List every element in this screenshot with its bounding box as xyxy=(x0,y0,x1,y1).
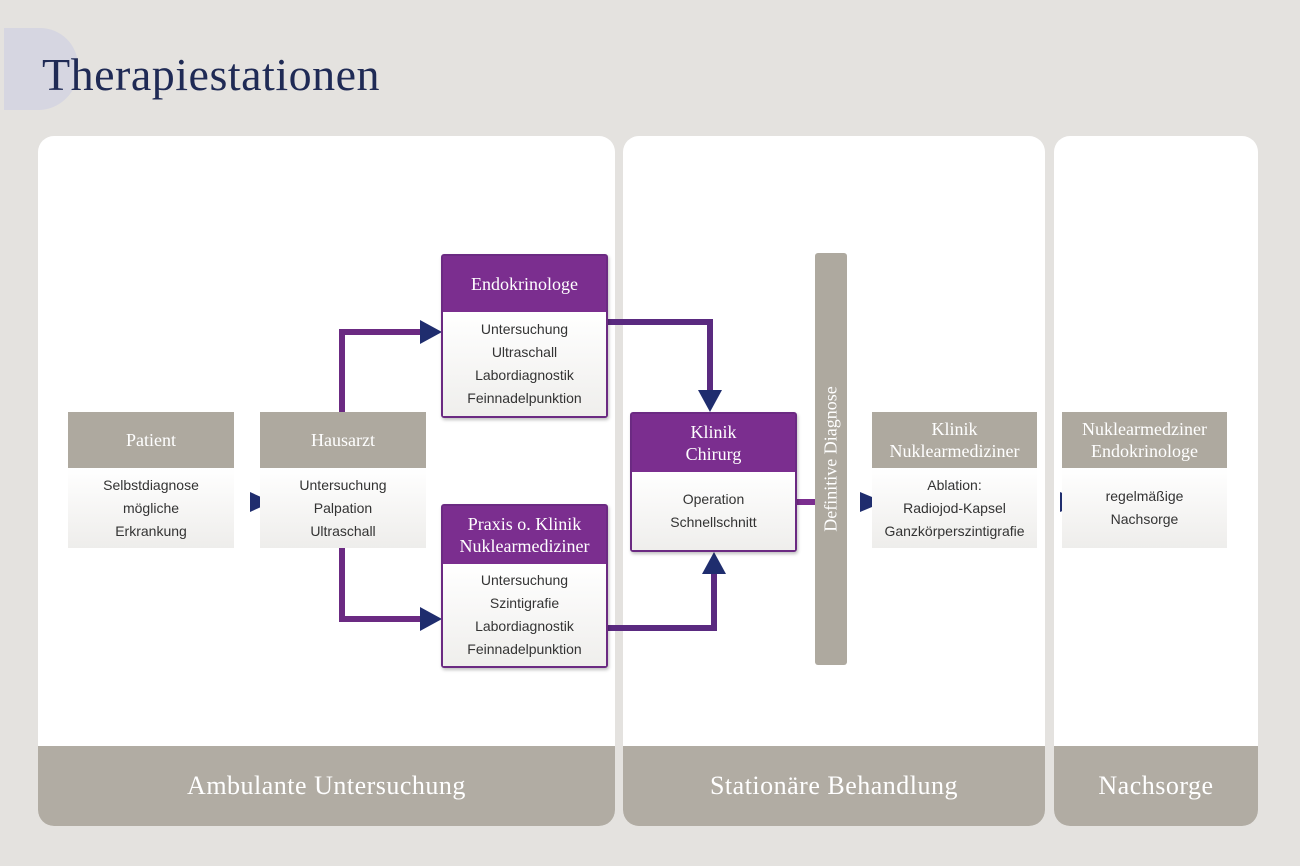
node-nuklear-title-line: Klinik xyxy=(931,419,978,439)
node-praxis-line: Untersuchung xyxy=(480,572,569,588)
node-chirurg-title-line: Klinik xyxy=(690,422,737,442)
node-chirurg-line: Operation xyxy=(682,491,745,507)
node-chirurg-body: Operation Schnellschnitt xyxy=(632,472,795,550)
node-endokrinologe-title: Endokrinologe xyxy=(443,256,606,312)
node-praxis-title: Praxis o. Klinik Nuklearmediziner xyxy=(443,506,606,564)
phase-label-stationaer: Stationäre Behandlung xyxy=(623,746,1045,826)
phase-label-ambulante: Ambulante Untersuchung xyxy=(38,746,615,826)
node-endokrinologe-line: Feinnadelpunktion xyxy=(467,390,582,406)
node-hausarzt: Hausarzt Untersuchung Palpation Ultrasch… xyxy=(260,412,426,548)
node-nachsorge-aerzte: Nuklearmedziner Endokrinologe regelmäßig… xyxy=(1062,412,1227,548)
node-hausarzt-title: Hausarzt xyxy=(260,412,426,468)
node-nachsorge-title-line: Endokrinologe xyxy=(1091,441,1198,461)
definitive-diagnose-label: Definitive Diagnose xyxy=(820,386,841,532)
node-hausarzt-line: Untersuchung xyxy=(299,476,387,493)
node-nuklear-title-line: Nuklearmediziner xyxy=(889,441,1020,461)
node-klinik-chirurg: Klinik Chirurg Operation Schnellschnitt xyxy=(630,412,797,552)
node-endokrinologe: Endokrinologe Untersuchung Ultraschall L… xyxy=(441,254,608,418)
node-patient: Patient Selbstdiagnose mögliche Erkranku… xyxy=(68,412,234,548)
node-praxis-line: Feinnadelpunktion xyxy=(467,641,582,657)
arrow-endokrinologe-chirurg xyxy=(607,319,722,412)
node-nachsorge-title: Nuklearmedziner Endokrinologe xyxy=(1062,412,1227,468)
node-klinik-nuklearmediziner: Klinik Nuklearmediziner Ablation: Radioj… xyxy=(872,412,1037,548)
node-praxis-nuklearmediziner: Praxis o. Klinik Nuklearmediziner Unters… xyxy=(441,504,608,668)
node-nachsorge-title-line: Nuklearmedziner xyxy=(1082,419,1207,439)
node-patient-title: Patient xyxy=(68,412,234,468)
node-endokrinologe-line: Labordiagnostik xyxy=(475,367,574,383)
node-endokrinologe-body: Untersuchung Ultraschall Labordiagnostik… xyxy=(443,312,606,416)
title-decoration xyxy=(4,28,78,110)
node-patient-line: mögliche xyxy=(122,499,180,516)
node-praxis-line: Szintigrafie xyxy=(489,595,560,611)
node-nuklear-line: Radiojod-Kapsel xyxy=(903,499,1006,516)
node-chirurg-title-line: Chirurg xyxy=(685,444,742,464)
node-endokrinologe-line: Untersuchung xyxy=(480,321,569,337)
node-chirurg-line: Schnellschnitt xyxy=(670,514,757,530)
phase-label-nachsorge: Nachsorge xyxy=(1054,746,1258,826)
node-hausarzt-line: Palpation xyxy=(313,499,373,516)
node-patient-line: Selbstdiagnose xyxy=(103,476,199,493)
page-title: Therapiestationen xyxy=(42,49,381,100)
node-nuklear-title: Klinik Nuklearmediziner xyxy=(872,412,1037,468)
definitive-diagnose-bar xyxy=(815,253,847,665)
node-praxis-title-line: Praxis o. Klinik xyxy=(467,514,582,534)
node-nuklear-line: Ganzkörperszintigrafie xyxy=(884,522,1025,539)
node-praxis-line: Labordiagnostik xyxy=(475,618,574,634)
node-patient-body: Selbstdiagnose mögliche Erkrankung xyxy=(68,468,234,548)
node-patient-line: Erkrankung xyxy=(115,522,187,539)
node-nuklear-body: Ablation: Radiojod-Kapsel Ganzkörperszin… xyxy=(872,468,1037,548)
node-praxis-title-line: Nuklearmediziner xyxy=(459,536,590,556)
arrow-praxis-chirurg xyxy=(607,552,726,631)
arrow-hausarzt-endokrinologe xyxy=(339,320,442,412)
node-nachsorge-line: Nachsorge xyxy=(1110,511,1179,527)
node-endokrinologe-line: Ultraschall xyxy=(491,344,558,360)
node-hausarzt-body: Untersuchung Palpation Ultraschall xyxy=(260,468,426,548)
node-hausarzt-line: Ultraschall xyxy=(310,522,376,539)
arrow-hausarzt-praxis xyxy=(339,548,442,631)
node-praxis-body: Untersuchung Szintigrafie Labordiagnosti… xyxy=(443,564,606,666)
node-chirurg-title: Klinik Chirurg xyxy=(632,414,795,472)
node-nuklear-line: Ablation: xyxy=(927,476,982,493)
node-nachsorge-body: regelmäßige Nachsorge xyxy=(1062,468,1227,548)
node-nachsorge-line: regelmäßige xyxy=(1105,488,1184,504)
